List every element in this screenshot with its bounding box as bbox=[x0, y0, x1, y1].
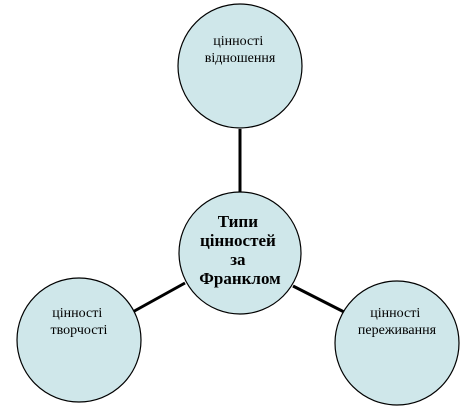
node-top-line-2: відношення bbox=[205, 51, 276, 66]
node-left-circle bbox=[16, 277, 142, 403]
node-top-line-1: цінності bbox=[213, 34, 263, 49]
node-center-line-1: Типи bbox=[218, 212, 259, 231]
node-left: цінності творчості bbox=[16, 277, 142, 403]
node-center-circle bbox=[178, 191, 302, 315]
connector-left bbox=[128, 281, 186, 316]
node-right-line-2: переживання bbox=[358, 323, 437, 338]
node-center: Типи цінностей за Франклом bbox=[178, 191, 302, 315]
node-top-label: цінності відношення bbox=[205, 34, 276, 66]
node-right-circle bbox=[334, 280, 460, 406]
node-left-line-1: цінності bbox=[52, 306, 102, 321]
node-center-label: Типи цінностей за Франклом bbox=[199, 212, 281, 288]
node-center-line-4: Франклом bbox=[199, 269, 281, 288]
node-left-label: цінності творчості bbox=[51, 306, 108, 338]
node-right: цінності переживання bbox=[334, 280, 460, 406]
node-center-line-2: цінностей bbox=[200, 231, 276, 250]
node-top-circle bbox=[177, 3, 303, 129]
node-right-label: цінності переживання bbox=[358, 306, 437, 338]
node-left-line-2: творчості bbox=[51, 323, 108, 338]
node-center-line-3: за bbox=[230, 250, 246, 269]
node-right-line-1: цінності bbox=[370, 306, 420, 321]
connector-right bbox=[292, 284, 351, 317]
node-top: цінності відношення bbox=[177, 3, 303, 129]
